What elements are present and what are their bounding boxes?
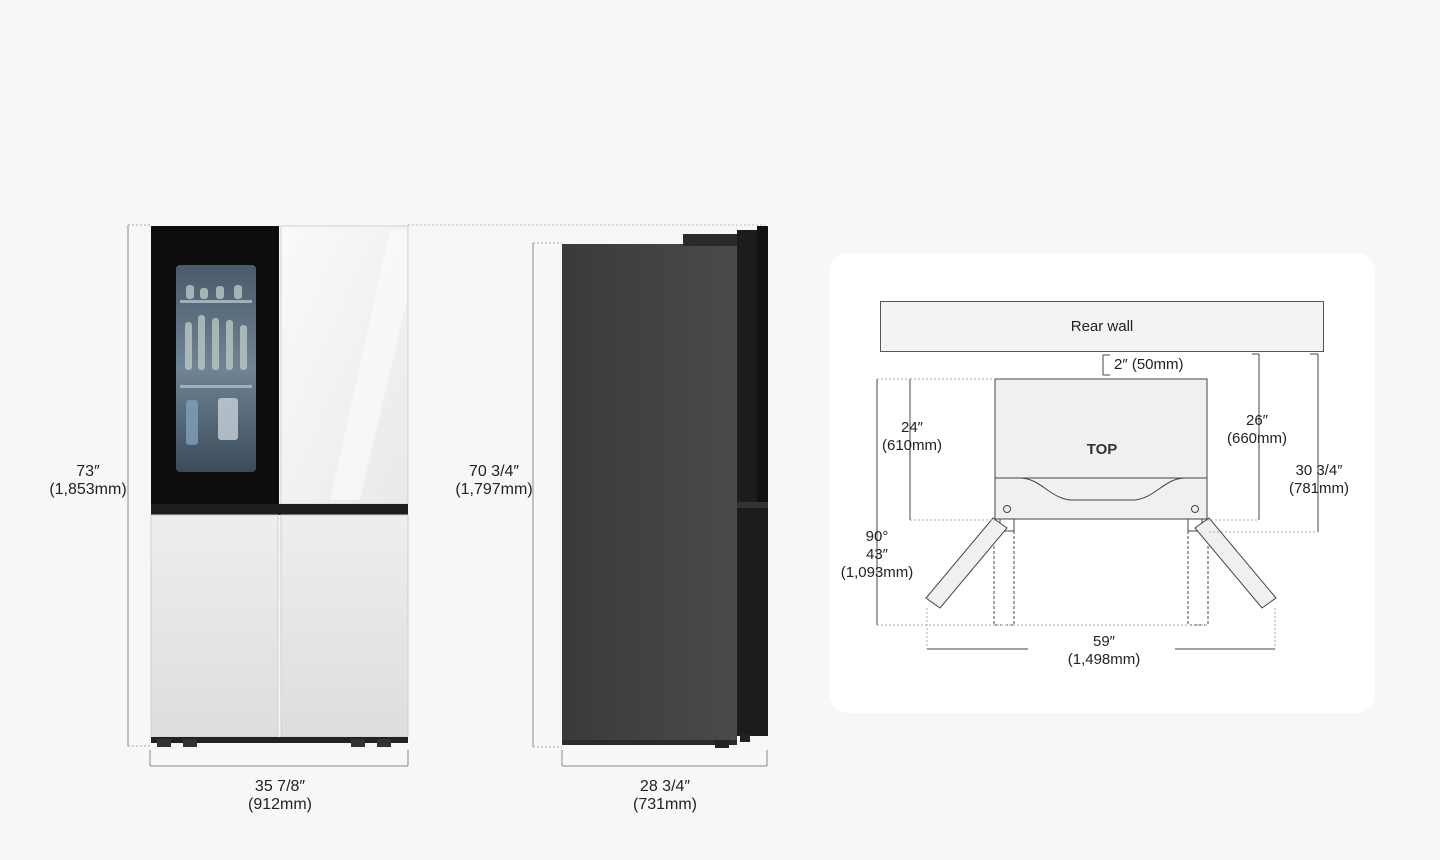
- front-width-label: 35 7/8″ (912mm): [220, 778, 340, 814]
- depth-cabinet-inches: 24″: [901, 419, 923, 436]
- top-label: TOP: [1086, 441, 1118, 458]
- front-height-label: 73″ (1,853mm): [40, 463, 136, 499]
- door-open-angle: 90°: [865, 528, 889, 545]
- door-open-label: 90° 43″ (1,093mm): [836, 528, 918, 582]
- side-depth-inches: 28 3/4″: [639, 778, 691, 795]
- side-height-label: 70 3/4″ (1,797mm): [444, 463, 544, 499]
- width-open-label: 59″ (1,498mm): [1060, 633, 1148, 669]
- depth-cabinet-mm: (610mm): [881, 437, 942, 454]
- front-width-mm: (912mm): [247, 796, 312, 813]
- door-open-inches: 43″: [866, 546, 888, 563]
- side-depth-mm: (731mm): [632, 796, 697, 813]
- side-depth-label: 28 3/4″ (731mm): [605, 778, 725, 814]
- depth-total-inches: 30 3/4″: [1295, 462, 1343, 479]
- rear-wall: Rear wall: [880, 301, 1324, 352]
- width-open-mm: (1,498mm): [1067, 651, 1141, 668]
- depth-total-mm: (781mm): [1288, 480, 1349, 497]
- depth-total-label: 30 3/4″ (781mm): [1281, 462, 1357, 498]
- depth-with-doors-label: 26″ (660mm): [1219, 412, 1295, 448]
- door-open-mm: (1,093mm): [840, 564, 914, 581]
- side-height-inches: 70 3/4″: [468, 463, 520, 480]
- depth-cabinet-label: 24″ (610mm): [874, 419, 950, 455]
- side-height-mm: (1,797mm): [455, 481, 533, 498]
- width-open-inches: 59″: [1093, 633, 1115, 650]
- front-height-mm: (1,853mm): [49, 481, 127, 498]
- depth-with-doors-mm: (660mm): [1226, 430, 1287, 447]
- front-width-inches: 35 7/8″: [254, 778, 306, 795]
- wall-gap-label: 2″ (50mm): [1114, 356, 1184, 373]
- front-height-inches: 73″: [76, 463, 100, 480]
- depth-with-doors-inches: 26″: [1246, 412, 1268, 429]
